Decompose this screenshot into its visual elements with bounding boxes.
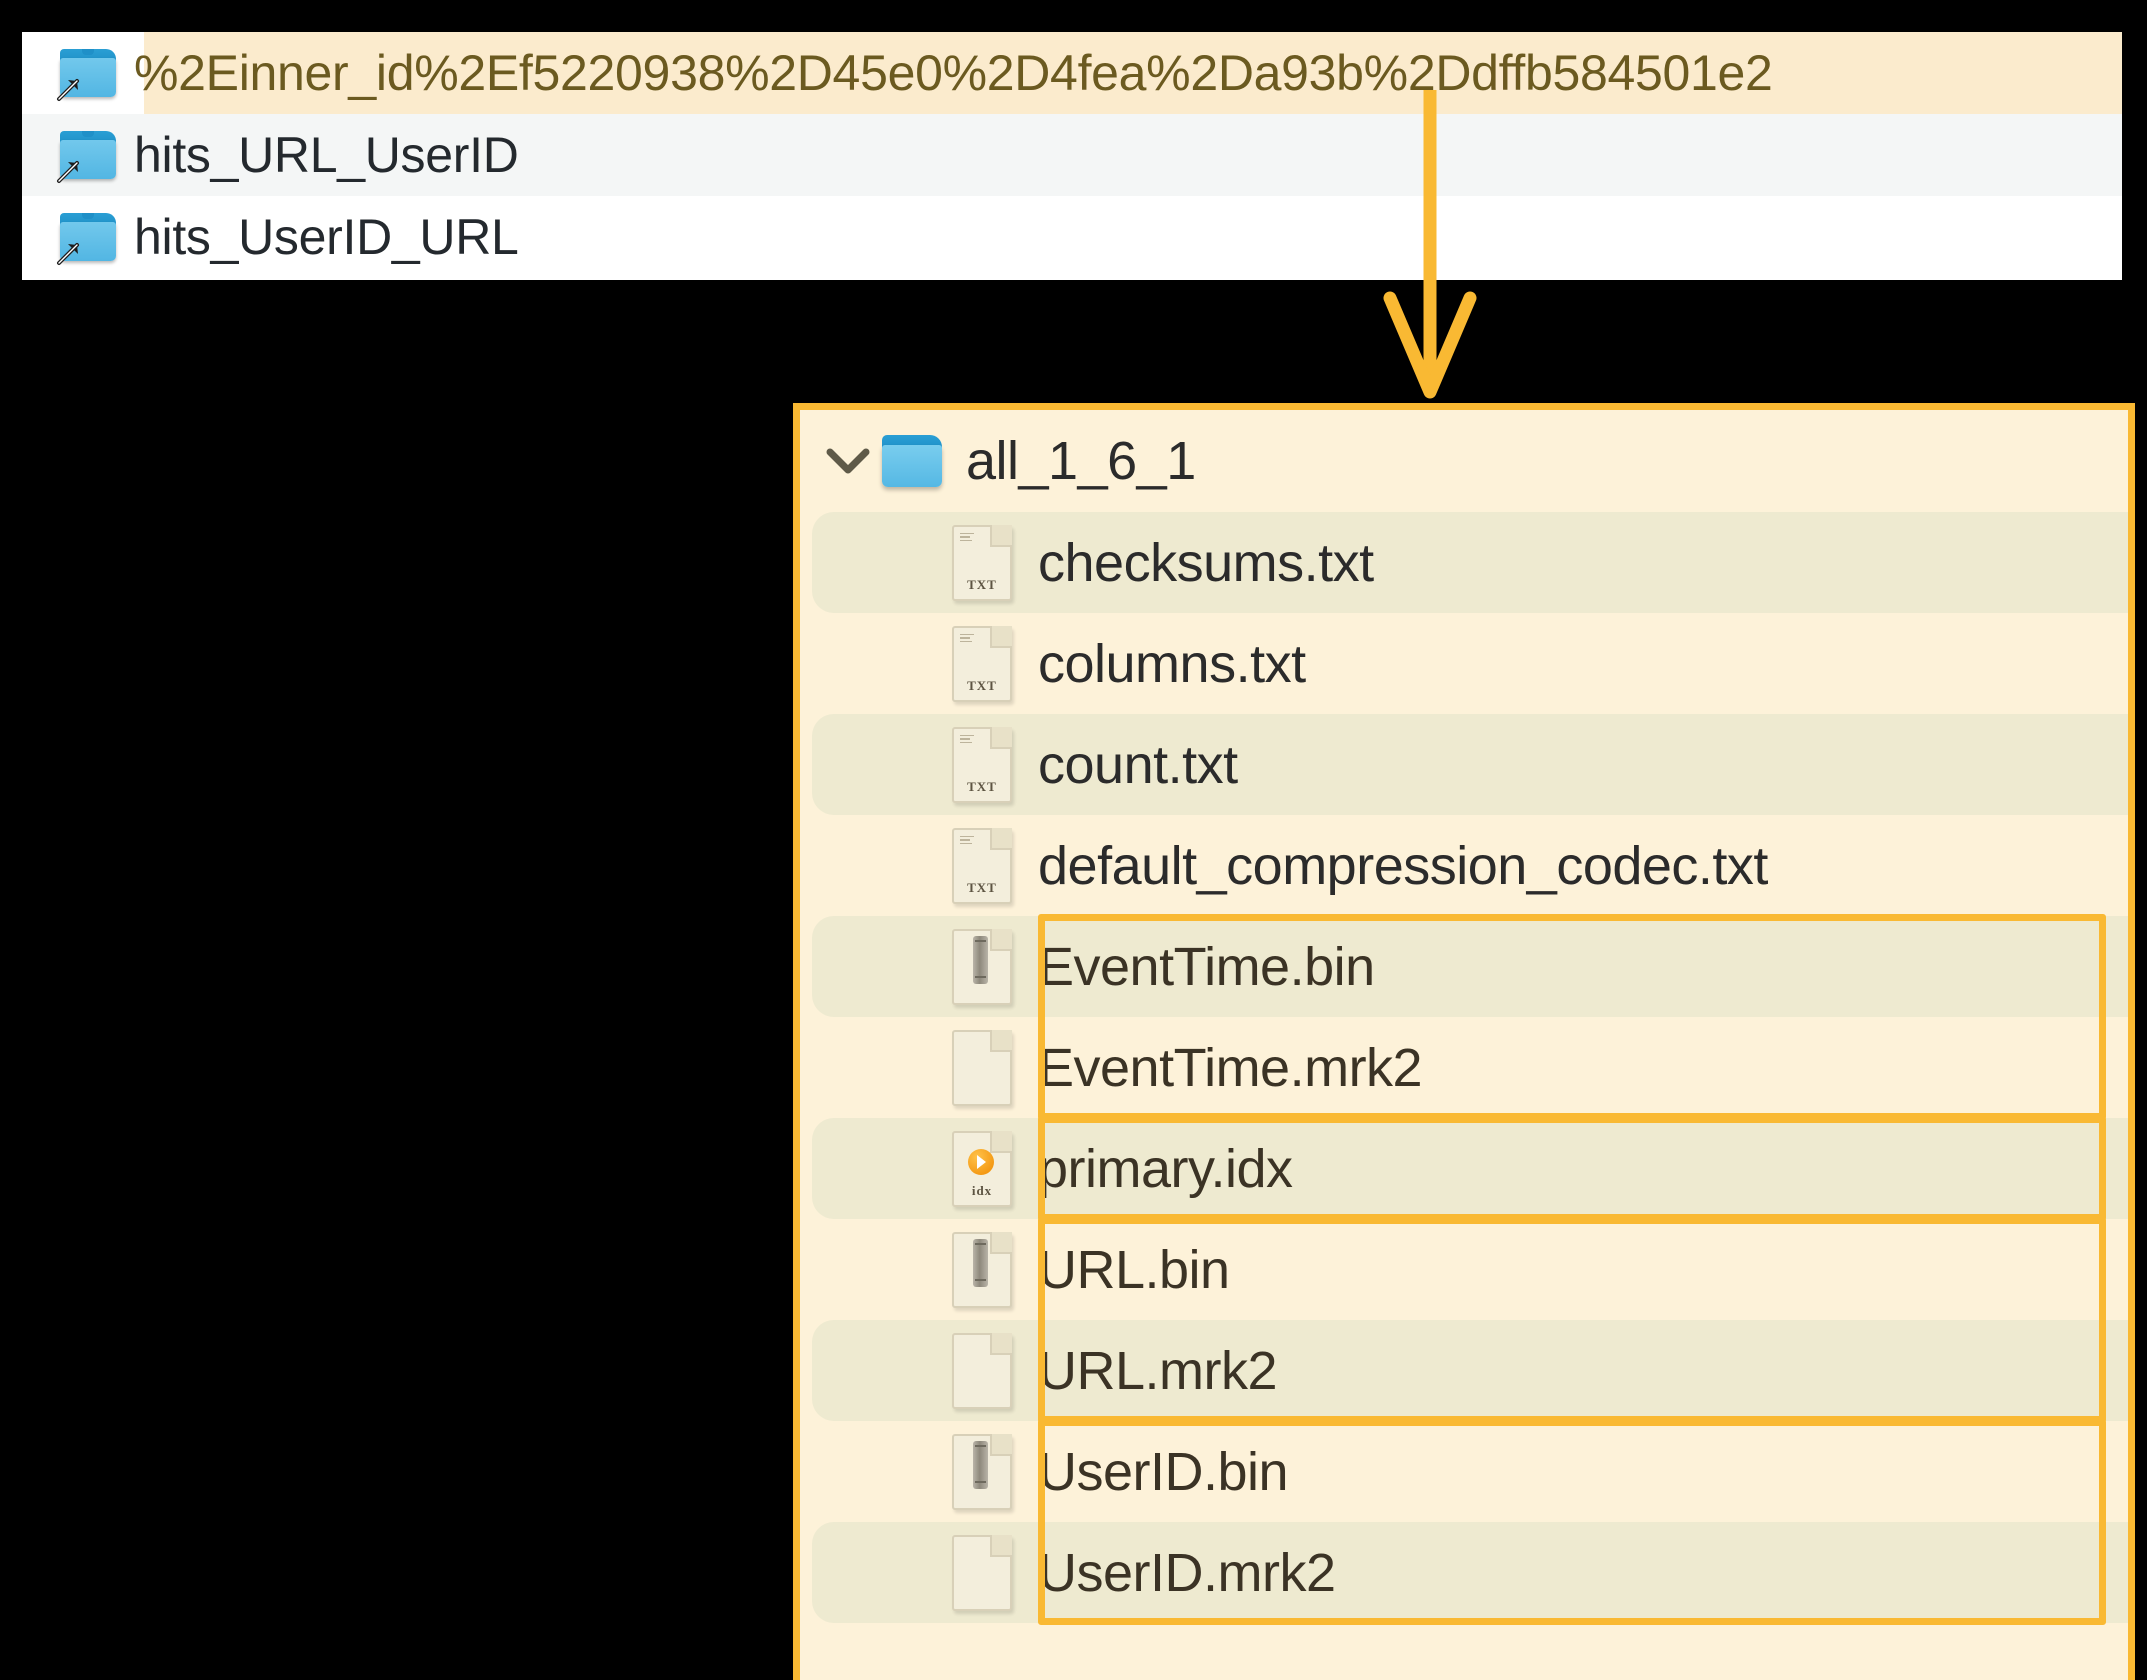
alias-arrow-icon: [57, 161, 79, 183]
file-name: EventTime.mrk2: [1038, 1037, 1423, 1098]
bin-file-icon: [952, 1231, 1012, 1308]
row-stripe: [812, 512, 2128, 613]
folder-alias-icon: [57, 211, 120, 265]
folder-list-panel: %2Einner_id%2Ef5220938%2D45e0%2D4fea%2Da…: [22, 32, 2122, 280]
blank-file-icon: [952, 1534, 1012, 1611]
blank-file-icon: [952, 1332, 1012, 1409]
folder-alias-icon: [57, 47, 120, 101]
file-row[interactable]: URL.mrk2: [800, 1320, 2128, 1421]
txt-file-icon: TXT: [952, 625, 1012, 702]
file-name: UserID.mrk2: [1038, 1542, 1336, 1603]
file-row[interactable]: TXT checksums.txt: [800, 512, 2128, 613]
bin-file-icon: [952, 1433, 1012, 1510]
file-name: default_compression_codec.txt: [1038, 835, 1768, 896]
list-item[interactable]: hits_UserID_URL: [22, 196, 2122, 278]
idx-file-icon: idx: [952, 1130, 1012, 1207]
folder-name: hits_URL_UserID: [134, 127, 519, 183]
tree-root-row[interactable]: all_1_6_1: [800, 410, 2128, 512]
file-row[interactable]: TXT default_compression_codec.txt: [800, 815, 2128, 916]
file-row[interactable]: TXT columns.txt: [800, 613, 2128, 714]
list-item[interactable]: hits_URL_UserID: [22, 114, 2122, 196]
folder-name: %2Einner_id%2Ef5220938%2D45e0%2D4fea%2Da…: [134, 45, 1773, 101]
row-highlight: [144, 32, 2122, 114]
row-stripe: [812, 1118, 2128, 1219]
row-stripe: [812, 714, 2128, 815]
file-row[interactable]: UserID.mrk2: [800, 1522, 2128, 1623]
alias-arrow-icon: [57, 243, 79, 265]
file-name: columns.txt: [1038, 633, 1306, 694]
file-name: checksums.txt: [1038, 532, 1374, 593]
file-row[interactable]: URL.bin: [800, 1219, 2128, 1320]
folder-alias-icon: [57, 129, 120, 183]
tree-root-label: all_1_6_1: [966, 431, 1196, 491]
row-stripe: [812, 916, 2128, 1017]
file-name: URL.bin: [1038, 1239, 1230, 1300]
file-name: URL.mrk2: [1038, 1340, 1278, 1401]
txt-file-icon: TXT: [952, 827, 1012, 904]
file-row[interactable]: EventTime.mrk2: [800, 1017, 2128, 1118]
blank-file-icon: [952, 1029, 1012, 1106]
row-stripe: [812, 1522, 2128, 1623]
file-row[interactable]: idx primary.idx: [800, 1118, 2128, 1219]
bin-file-icon: [952, 928, 1012, 1005]
chevron-down-icon[interactable]: [820, 444, 876, 478]
down-arrow-icon: [1383, 90, 1477, 399]
alias-arrow-icon: [57, 79, 79, 101]
list-item[interactable]: %2Einner_id%2Ef5220938%2D45e0%2D4fea%2Da…: [22, 32, 2122, 114]
txt-file-icon: TXT: [952, 726, 1012, 803]
row-stripe: [812, 1320, 2128, 1421]
file-name: count.txt: [1038, 734, 1238, 795]
file-row[interactable]: TXT count.txt: [800, 714, 2128, 815]
folder-icon: [880, 434, 946, 488]
txt-file-icon: TXT: [952, 524, 1012, 601]
file-name: UserID.bin: [1038, 1441, 1289, 1502]
file-row[interactable]: EventTime.bin: [800, 916, 2128, 1017]
file-name: primary.idx: [1038, 1138, 1293, 1199]
file-row[interactable]: UserID.bin: [800, 1421, 2128, 1522]
file-name: EventTime.bin: [1038, 936, 1375, 997]
folder-name: hits_UserID_URL: [134, 209, 519, 265]
